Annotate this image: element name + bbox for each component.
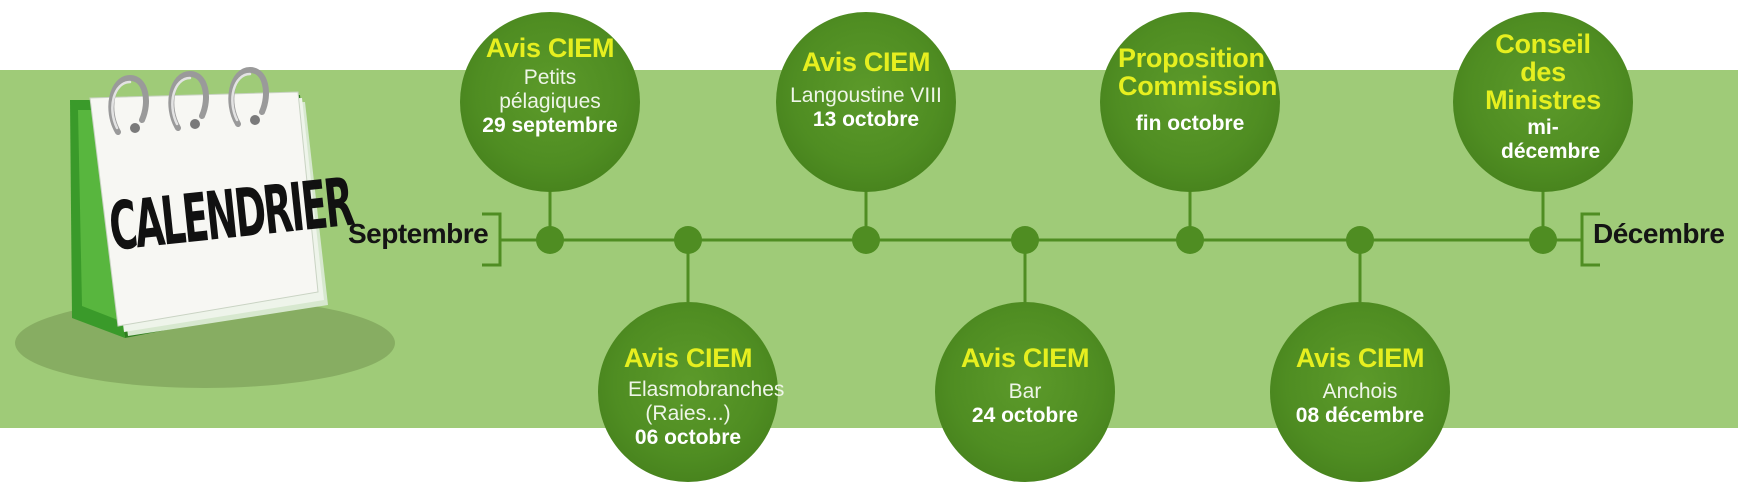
event-date: 24 octobre — [971, 404, 1079, 427]
timeline-dot — [1346, 226, 1374, 254]
event-date: 06 octobre — [634, 426, 742, 449]
timeline-start-label: Septembre — [348, 218, 489, 249]
event-petits-pelagiques: Avis CIEM Petits pélagiques 29 septembre — [460, 12, 640, 192]
event-date: 29 septembre — [482, 114, 618, 137]
event-elasmobranches: Avis CIEM Elasmobranches (Raies...) 06 o… — [598, 302, 785, 482]
event-title: Avis CIEM — [623, 343, 753, 373]
timeline-dot — [536, 226, 564, 254]
timeline-dot — [1529, 226, 1557, 254]
timeline-dot — [1176, 226, 1204, 254]
event-title: Avis CIEM — [485, 33, 615, 63]
event-anchois: Avis CIEM Anchois 08 décembre — [1270, 302, 1450, 482]
event-date: 13 octobre — [812, 108, 920, 131]
timeline-dot — [1011, 226, 1039, 254]
event-title: Avis CIEM — [801, 47, 931, 77]
event-subject: Anchois — [1322, 380, 1398, 403]
timeline-dot — [674, 226, 702, 254]
event-title: Avis CIEM — [960, 343, 1090, 373]
event-langoustine: Avis CIEM Langoustine VIII 13 octobre — [776, 12, 956, 192]
event-proposition-commission: Proposition Commission fin octobre — [1100, 12, 1280, 192]
event-date: mi-décembre — [1501, 116, 1601, 163]
event-title: Conseil des Ministres — [1485, 29, 1601, 115]
event-conseil-des-ministres: Conseil des Ministres mi-décembre — [1453, 12, 1633, 192]
event-date: 08 décembre — [1295, 404, 1425, 427]
event-date: fin octobre — [1135, 112, 1245, 135]
timeline-dot — [852, 226, 880, 254]
calendar-illustration: CALENDRIER — [0, 0, 460, 491]
event-subject: Petits pélagiques — [499, 66, 601, 113]
timeline-end-label: Décembre — [1593, 218, 1725, 249]
event-title: Proposition Commission — [1118, 43, 1278, 101]
event-subject: Elasmobranches (Raies...) — [628, 378, 785, 425]
event-title: Avis CIEM — [1295, 343, 1425, 373]
event-bar: Avis CIEM Bar 24 octobre — [935, 302, 1115, 482]
event-subject: Langoustine VIII — [790, 84, 942, 107]
event-subject: Bar — [1008, 380, 1042, 403]
